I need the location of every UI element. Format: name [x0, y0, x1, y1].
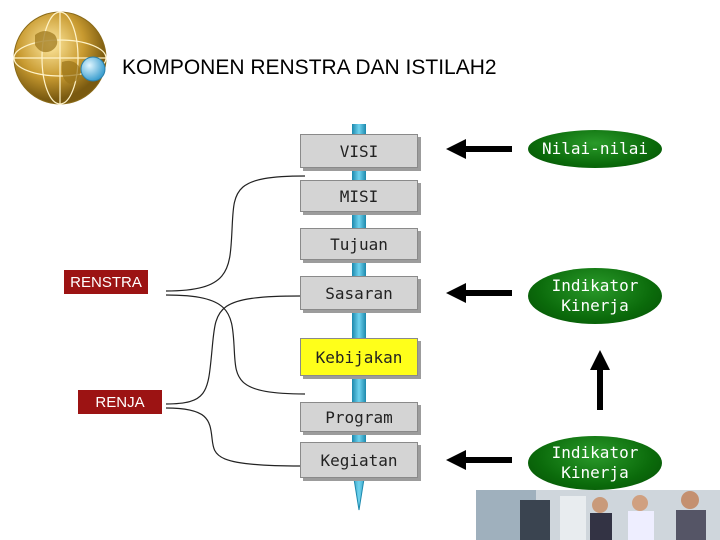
renstra-label: RENSTRA: [64, 270, 148, 294]
tujuan-box: Tujuan: [300, 228, 418, 260]
indikator-kinerja-oval: Indikator Kinerja: [528, 436, 662, 490]
program-box: Program: [300, 402, 418, 432]
sasaran-box: Sasaran: [300, 276, 418, 310]
visi-box: VISI: [300, 134, 418, 168]
arrow-left-icon: [446, 450, 512, 470]
arrow-left-icon: [446, 139, 512, 159]
arrow-left-icon: [446, 283, 512, 303]
renja-label: RENJA: [78, 390, 162, 414]
kegiatan-box: Kegiatan: [300, 442, 418, 478]
nilai-oval: Nilai-nilai: [528, 130, 662, 168]
renja-bracket: [165, 295, 301, 467]
office-photo: [476, 490, 720, 540]
kebijakan-box: Kebijakan: [300, 338, 418, 376]
arrow-up-icon: [590, 350, 610, 410]
renstra-bracket: [165, 175, 306, 395]
page-title: KOMPONEN RENSTRA DAN ISTILAH2: [122, 56, 497, 79]
misi-box: MISI: [300, 180, 418, 212]
indikator-kinerja-oval: Indikator Kinerja: [528, 268, 662, 324]
globe-logo-icon: [13, 11, 107, 105]
